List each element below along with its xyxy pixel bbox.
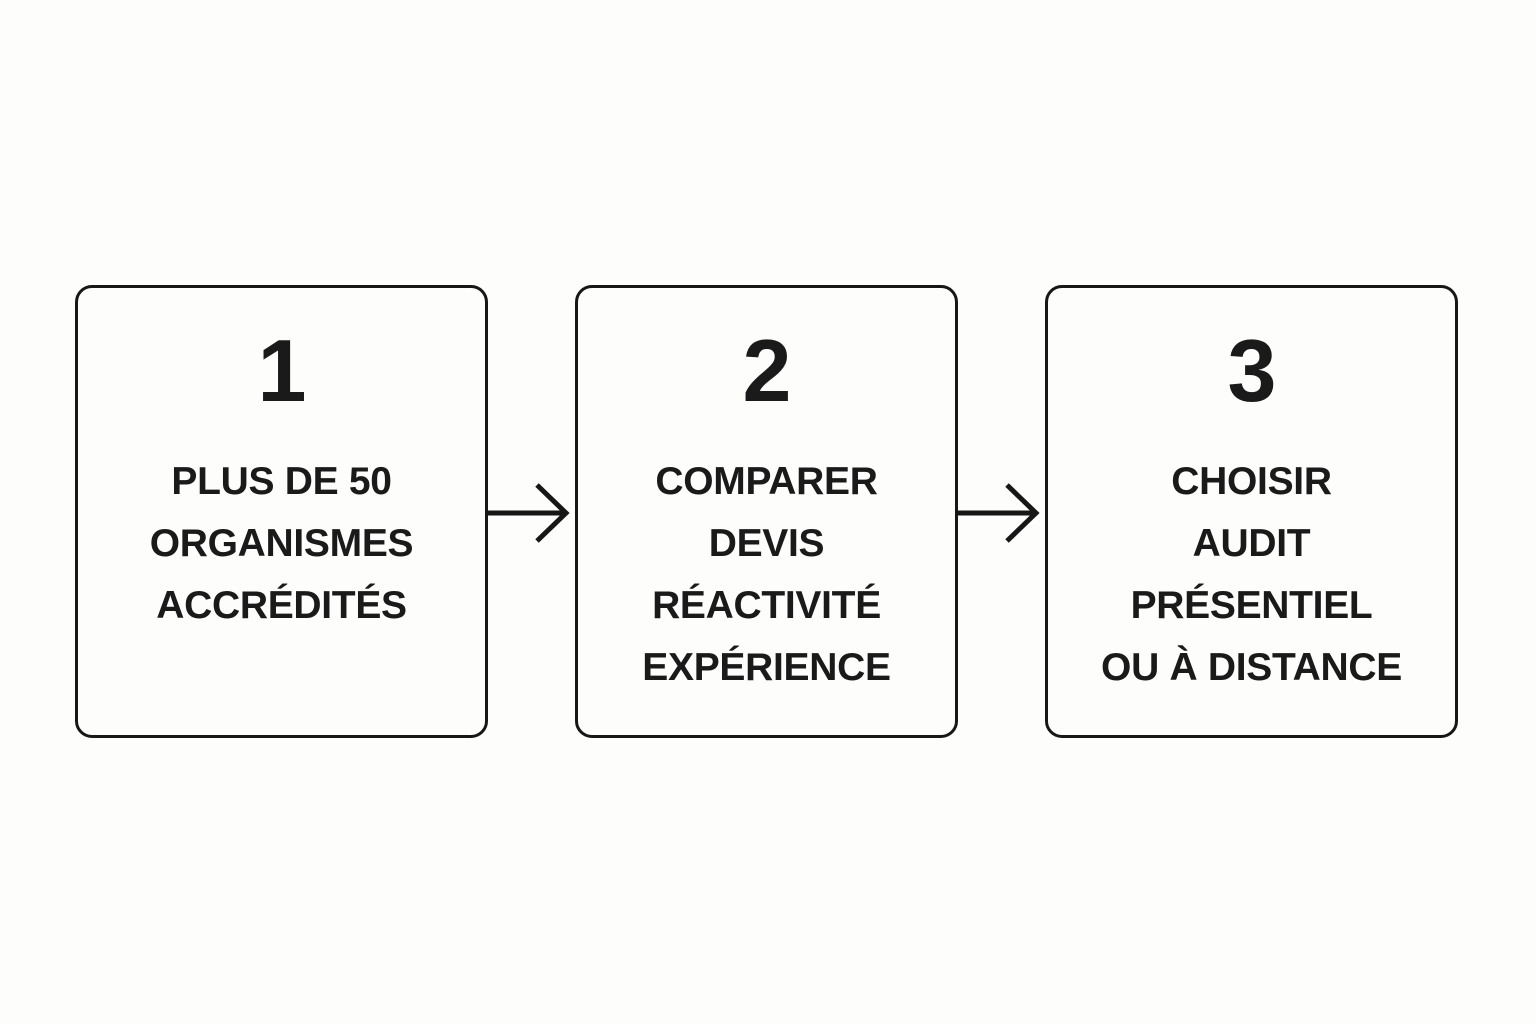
step-text-line: DEVIS — [708, 522, 825, 565]
step-text-line: ORGANISMES — [149, 522, 414, 565]
step-text-line: EXPÉRIENCE — [642, 646, 891, 689]
step-text-line: AUDIT — [1192, 522, 1311, 565]
step-number-1: 1 — [257, 321, 307, 420]
arrow-right-icon — [957, 483, 1040, 543]
step-number-2: 2 — [742, 321, 792, 420]
step-text-line: PRÉSENTIEL — [1130, 584, 1373, 627]
step-box-3[interactable]: 3 CHOISIR AUDIT PRÉSENTIEL OU À DISTANCE — [1045, 285, 1458, 738]
arrow-connector-1 — [485, 478, 573, 548]
step-text-line: OU À DISTANCE — [1101, 646, 1402, 689]
step-text-1: PLUS DE 50 ORGANISMES ACCRÉDITÉS — [78, 451, 485, 637]
step-box-1[interactable]: 1 PLUS DE 50 ORGANISMES ACCRÉDITÉS — [75, 285, 488, 738]
step-number-3: 3 — [1227, 321, 1277, 420]
step-text-line: RÉACTIVITÉ — [652, 584, 881, 627]
step-text-line: CHOISIR — [1171, 460, 1332, 503]
arrow-right-icon — [487, 483, 570, 543]
step-box-2[interactable]: 2 COMPARER DEVIS RÉACTIVITÉ EXPÉRIENCE — [575, 285, 958, 738]
step-text-line: ACCRÉDITÉS — [156, 584, 407, 627]
arrow-connector-2 — [955, 478, 1043, 548]
step-text-3: CHOISIR AUDIT PRÉSENTIEL OU À DISTANCE — [1048, 451, 1455, 699]
step-text-line: COMPARER — [655, 460, 878, 503]
step-text-line: PLUS DE 50 — [171, 460, 392, 503]
step-text-2: COMPARER DEVIS RÉACTIVITÉ EXPÉRIENCE — [578, 451, 955, 699]
